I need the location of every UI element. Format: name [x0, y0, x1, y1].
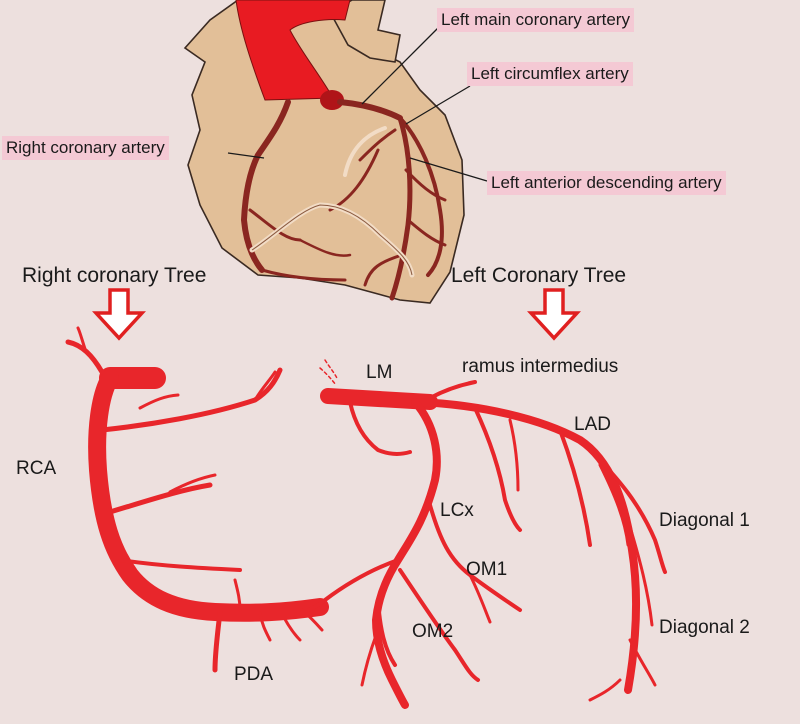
heart-illustration — [183, 0, 465, 304]
label-ramus-intermedius: ramus intermedius — [462, 356, 619, 377]
label-lcx: LCx — [440, 500, 474, 521]
label-left-anterior-descending-artery: Left anterior descending artery — [487, 171, 726, 195]
heart-coronaries — [240, 99, 447, 301]
label-om2: OM2 — [412, 621, 454, 642]
left-coronary-tree — [293, 359, 667, 709]
down-arrow-icon — [527, 288, 581, 341]
right-coronary-tree — [65, 326, 329, 673]
label-pda: PDA — [234, 664, 274, 685]
down-arrow-icon — [92, 288, 146, 341]
heart-veins-outline — [251, 204, 413, 276]
title-left-coronary-tree: Left Coronary Tree — [451, 264, 627, 287]
title-right-coronary-tree: Right coronary Tree — [22, 264, 207, 287]
aorta — [235, 0, 351, 101]
label-diagonal-1: Diagonal 1 — [659, 510, 750, 531]
label-lad: LAD — [574, 414, 611, 435]
label-rca: RCA — [16, 458, 57, 479]
label-right-coronary-artery: Right coronary artery — [2, 136, 169, 160]
label-left-main-coronary-artery: Left main coronary artery — [437, 8, 634, 32]
pulmonary-vessel — [328, 0, 401, 63]
label-diagonal-2: Diagonal 2 — [659, 617, 750, 638]
label-lm: LM — [366, 362, 393, 383]
label-left-circumflex-artery: Left circumflex artery — [467, 62, 633, 86]
leader-lines — [227, 27, 488, 182]
label-om1: OM1 — [466, 559, 508, 580]
